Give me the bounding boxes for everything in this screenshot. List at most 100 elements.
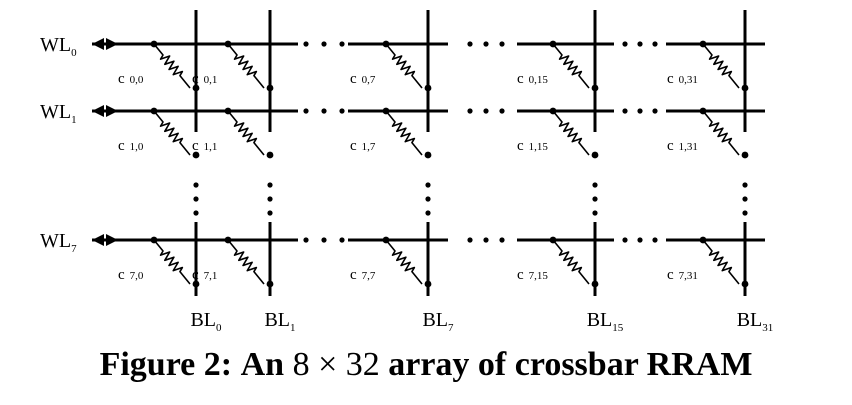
cell-label-index: 1,15 [529,141,549,153]
h-ellipsis-dot [637,237,643,243]
bl-node-dot [741,84,749,92]
word-line-label-base: WL [40,230,71,252]
rram-resistor-icon [385,239,423,285]
cell-label-base: c [517,267,524,283]
bit-line-label: BL15 [587,309,624,334]
word-line-label: WL7 [40,230,77,255]
v-ellipsis-dot [592,182,598,188]
word-line-label-base: WL [40,101,71,123]
cell-label-base: c [517,138,524,154]
bl-node-dot [424,280,432,288]
h-ellipsis-dot [499,41,505,47]
wl-node-dot [150,236,158,244]
bl-node-dot [424,151,432,159]
v-ellipsis-dot [742,182,748,188]
word-line-label-base: WL [40,34,71,56]
cell-label-index: 7,0 [130,270,144,282]
v-ellipsis-dot [267,210,273,216]
h-ellipsis-dot [622,41,628,47]
wl-arrow-right-icon [106,105,118,117]
v-ellipsis-dot [592,196,598,202]
cell-label-index: 7,1 [204,270,218,282]
v-ellipsis-dot [193,182,199,188]
cell-label-index: 0,31 [679,74,698,86]
bit-line-label-sub: 1 [290,322,296,334]
rram-resistor-icon [702,239,740,285]
bl-node-dot [192,280,200,288]
v-ellipsis-dot [742,210,748,216]
rram-resistor-icon [153,110,191,156]
cell-label-base: c [517,71,524,87]
rram-resistor-icon [227,43,265,89]
rram-resistor-icon [552,43,590,89]
bit-line-label-sub: 0 [216,322,222,334]
cell-label-base: c [118,267,125,283]
wl-node-dot [382,40,390,48]
cell-label: c 1,15 [517,138,548,154]
wl-arrow-right-icon [106,234,118,246]
bit-line-label-sub: 7 [448,322,454,334]
caption-dimensions: 8 × 32 [292,346,380,383]
wl-node-dot [382,236,390,244]
cell-label-base: c [350,267,357,283]
cell-label-index: 7,7 [362,270,376,282]
cell-label-index: 1,1 [204,141,218,153]
h-ellipsis-dot [303,41,309,47]
v-ellipsis-dot [425,182,431,188]
bl-node-dot [741,280,749,288]
bl-node-dot [591,151,599,159]
cell-label-index: 0,15 [529,74,549,86]
caption-text: array of crossbar RRAM [388,346,753,383]
bit-line-label: BL31 [737,309,774,334]
cell-label-base: c [118,71,125,87]
cell-label-base: c [350,71,357,87]
v-ellipsis-dot [193,196,199,202]
bl-node-dot [741,151,749,159]
wl-node-dot [224,40,232,48]
rram-resistor-icon [385,110,423,156]
h-ellipsis-dot [339,108,345,114]
h-ellipsis-dot [321,41,327,47]
cell-label: c 7,7 [350,267,376,283]
word-line-label-sub: 7 [71,243,77,255]
word-line-label-sub: 0 [71,47,77,59]
wl-node-dot [150,107,158,115]
h-ellipsis-dot [483,41,489,47]
rram-resistor-icon [153,43,191,89]
wl-arrow-right-icon [106,38,118,50]
h-ellipsis-dot [467,108,473,114]
cell-label-index: 0,1 [204,74,218,86]
cell-label-base: c [192,71,199,87]
bit-line-label-base: BL [190,309,216,331]
bl-node-dot [591,84,599,92]
bit-line-label: BL1 [264,309,295,334]
wl-arrow-left-icon [92,38,104,50]
wl-node-dot [699,236,707,244]
word-line-label: WL0 [40,34,77,59]
bl-node-dot [266,151,274,159]
h-ellipsis-dot [637,41,643,47]
h-ellipsis-dot [321,108,327,114]
bit-line-label-sub: 31 [762,322,773,334]
v-ellipsis-dot [742,196,748,202]
rram-resistor-icon [702,110,740,156]
h-ellipsis-dot [339,237,345,243]
cell-label-base: c [192,267,199,283]
wl-node-dot [150,40,158,48]
cell-label: c 7,15 [517,267,548,283]
cell-label-index: 7,15 [529,270,549,282]
rram-resistor-icon [385,43,423,89]
cell-label-index: 1,31 [679,141,698,153]
cell-label: c 0,1 [192,71,217,87]
h-ellipsis-dot [622,108,628,114]
h-ellipsis-dot [339,41,345,47]
bit-line-label: BL0 [190,309,222,334]
cell-label-index: 1,0 [130,141,144,153]
cell-label-base: c [192,138,199,154]
